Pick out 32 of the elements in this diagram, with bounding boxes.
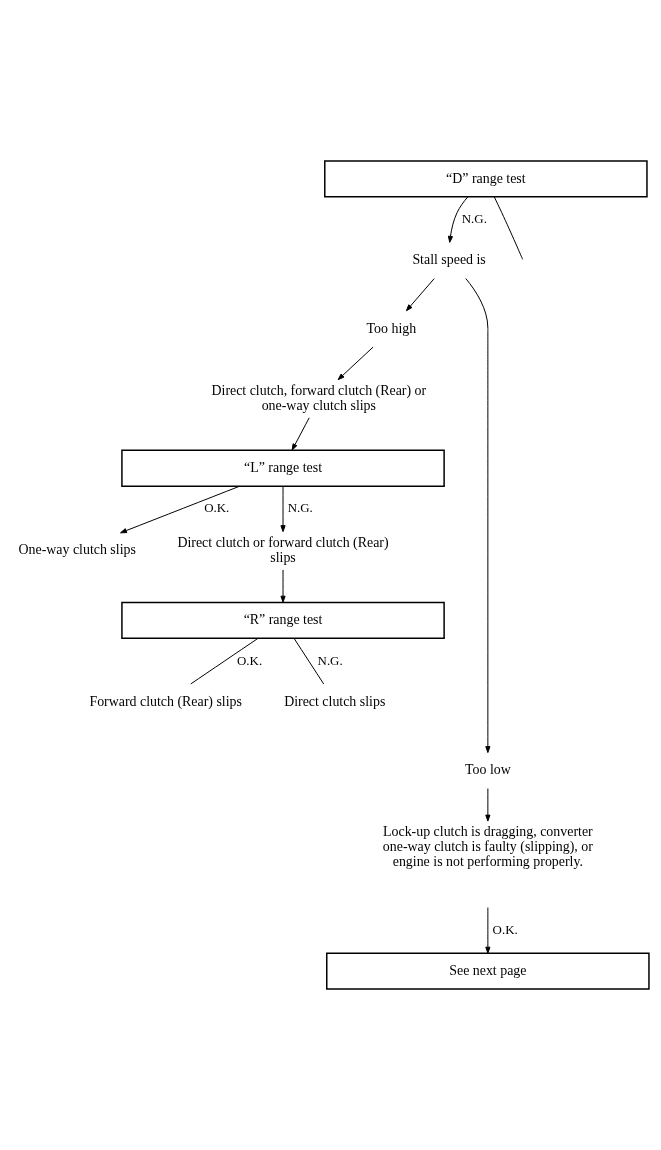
edge-label: N.G.: [287, 500, 313, 516]
node-text: Too low: [464, 762, 511, 778]
edge-label: O.K.: [237, 652, 263, 668]
edge-label: O.K.: [204, 500, 230, 516]
node-text: Direct clutch or forward clutch (Rear) slips: [177, 535, 389, 565]
edge-label: N.G.: [317, 652, 343, 668]
node-text: Forward clutch (Rear) slips: [89, 693, 242, 709]
node-text: Direct clutch, forward clutch (Rear) or one-way clutch slips: [211, 382, 427, 413]
connector: [190, 637, 259, 685]
node-text: Too high: [366, 320, 417, 336]
arrow: [280, 569, 286, 603]
arrow: [337, 346, 374, 381]
arrow: [405, 278, 435, 312]
node-text: One-way clutch slips: [18, 542, 136, 558]
arrow: [485, 788, 491, 822]
connector: [293, 638, 325, 685]
edge-label: O.K.: [492, 921, 518, 937]
arrow: [280, 485, 286, 533]
node-box: “R” range test: [121, 601, 445, 640]
node-text: Direct clutch slips: [284, 693, 386, 709]
node-box: See next page: [326, 952, 650, 990]
node-text: Stall speed is: [412, 252, 486, 268]
edge-label: N.G.: [461, 211, 487, 227]
arrow: [447, 196, 469, 243]
arrow: [120, 485, 241, 534]
arrow: [465, 278, 491, 754]
node-box: “D” range test: [324, 160, 648, 198]
arrow: [291, 417, 310, 451]
node-text: Lock-up clutch is dragging, converter one-way clutch is faulty (slipping), or engine is not performing properly.: [382, 824, 593, 870]
arrow: [485, 907, 491, 954]
node-box: “L” range test: [121, 449, 445, 487]
connector: [493, 196, 524, 260]
